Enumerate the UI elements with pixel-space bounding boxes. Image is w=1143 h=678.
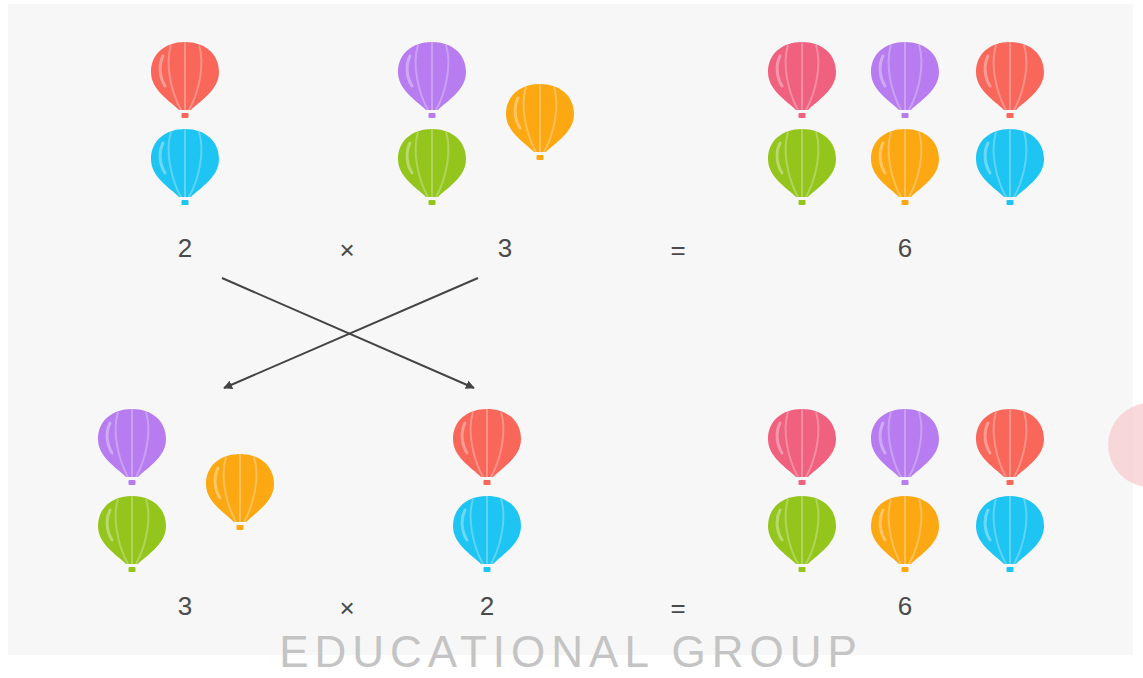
times-sign: ×	[339, 237, 354, 263]
watermark-logo	[1108, 403, 1143, 487]
equals-sign: =	[670, 237, 685, 263]
watermark: EDUCATIONAL GROUP	[279, 630, 863, 674]
factor-number: 3	[178, 593, 192, 619]
swap-arrow	[224, 278, 478, 388]
equals-sign: =	[670, 595, 685, 621]
product-number: 6	[898, 593, 912, 619]
product-number: 6	[898, 235, 912, 261]
factor-number: 3	[498, 235, 512, 261]
factor-number: 2	[480, 593, 494, 619]
factor-number: 2	[178, 235, 192, 261]
times-sign: ×	[339, 595, 354, 621]
